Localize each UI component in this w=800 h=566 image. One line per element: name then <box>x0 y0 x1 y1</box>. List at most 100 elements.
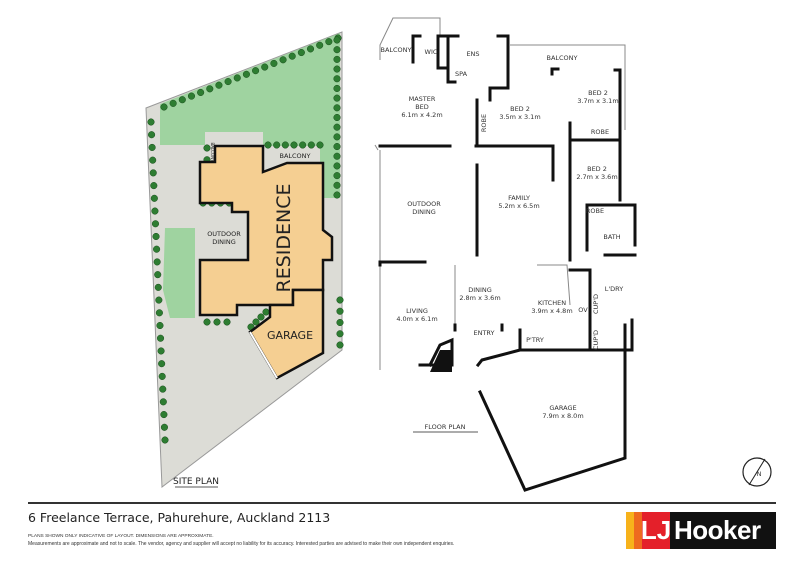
tree <box>306 45 315 53</box>
tree <box>151 220 160 228</box>
tree <box>149 156 157 164</box>
tree <box>203 144 211 152</box>
site-label-outdoor-dining-1: OUTDOOR <box>207 230 241 238</box>
disclaimer-line-1: PLANS SHOWN ONLY INDICATIVE OF LAYOUT. D… <box>28 534 214 539</box>
tree <box>156 321 164 330</box>
tree <box>333 84 341 92</box>
tree <box>151 207 159 215</box>
tree <box>257 313 265 321</box>
site-plan-title: SITE PLAN <box>173 477 219 487</box>
room-label: ENS <box>466 50 479 58</box>
tree <box>307 141 315 149</box>
tree <box>223 318 231 326</box>
site-label-balcony-small: BALCONY <box>210 142 215 162</box>
tree <box>154 283 162 291</box>
tree <box>333 75 341 83</box>
property-address: 6 Freelance Terrace, Pahurehure, Aucklan… <box>28 510 331 525</box>
room-label: CUP'D <box>592 294 600 314</box>
site-label-outdoor-dining-2: DINING <box>212 238 236 246</box>
disclaimer-line-2: Measurements are approximate and not to … <box>28 541 455 547</box>
tree <box>154 271 162 279</box>
tree <box>160 411 168 419</box>
tree <box>333 36 341 44</box>
tree <box>187 92 196 100</box>
tree <box>224 78 232 86</box>
tree <box>288 52 296 60</box>
tree <box>215 81 223 89</box>
garage-footprint <box>248 288 325 380</box>
tree <box>333 113 341 122</box>
garage-door <box>249 331 278 379</box>
footer-divider <box>28 502 776 504</box>
residence-footprint <box>198 144 334 317</box>
tree <box>290 141 298 149</box>
room-label: ROBE <box>480 114 488 132</box>
tree <box>273 141 281 149</box>
room-label: SPA <box>455 70 468 78</box>
tree <box>159 398 167 406</box>
tree <box>252 318 260 326</box>
tree <box>333 65 341 73</box>
tree <box>333 152 341 160</box>
tree <box>158 372 166 380</box>
room-label: BATH <box>603 233 620 241</box>
tree <box>153 245 161 253</box>
room-label: WIC <box>425 48 438 56</box>
tree <box>161 436 169 444</box>
tree <box>333 104 341 112</box>
site-label-garage: GARAGE <box>267 329 313 342</box>
walls <box>378 34 637 492</box>
tree <box>299 141 307 149</box>
room-label: L'DRY <box>605 285 624 293</box>
tree <box>279 56 287 64</box>
tree <box>157 347 165 355</box>
tree <box>336 341 344 349</box>
tree <box>333 55 341 63</box>
tree <box>160 423 168 431</box>
tree <box>148 143 156 151</box>
tree <box>169 99 177 107</box>
tree <box>148 131 156 139</box>
room-label: BALCONY <box>380 46 411 54</box>
tree <box>159 385 167 393</box>
room-label: OV <box>578 306 588 314</box>
room-label: ENTRY <box>473 329 494 337</box>
compass-letter: N <box>757 470 762 478</box>
site-plan: BALCONY BALCONY OUTDOOR DINING RESIDENCE… <box>145 31 344 488</box>
tree <box>333 191 341 199</box>
tree <box>156 334 165 342</box>
north-compass: N <box>742 457 772 487</box>
tree <box>333 172 341 180</box>
room-label: P'TRY <box>526 336 544 344</box>
tree <box>147 118 155 126</box>
tree <box>150 182 158 190</box>
tree <box>333 94 341 102</box>
stair-entry <box>430 350 452 372</box>
tree <box>178 96 186 104</box>
tree <box>281 141 289 149</box>
tree <box>316 141 324 149</box>
tree <box>325 38 333 46</box>
floor-plan-title: FLOOR PLAN <box>425 423 466 431</box>
tree <box>206 85 214 93</box>
tree <box>333 123 341 131</box>
tree <box>203 318 211 326</box>
tree <box>297 48 305 57</box>
room-label: ROBE <box>591 128 609 136</box>
room-label: ROBE <box>586 207 604 215</box>
tree <box>242 70 250 78</box>
site-label-residence: RESIDENCE <box>273 184 295 293</box>
tree <box>252 67 260 75</box>
lawn-west <box>163 228 195 318</box>
tree <box>150 194 158 202</box>
